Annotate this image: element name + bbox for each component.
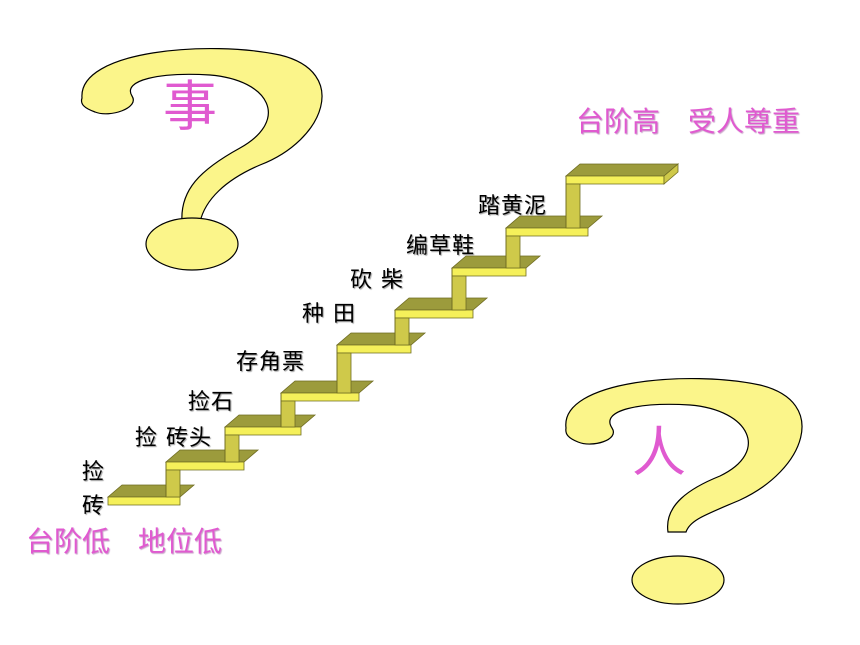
step-label-5: 种 田 <box>302 302 356 327</box>
question-mark-left-hook <box>80 48 323 223</box>
step-3-front <box>224 426 302 436</box>
question-mark-right-hook <box>565 378 803 533</box>
step-label-6: 砍 柴 <box>350 268 404 293</box>
step-label-2: 捡 砖头 <box>135 426 212 451</box>
step-4-tread <box>279 380 375 394</box>
step-8-riser-side <box>505 235 521 269</box>
step-1-front <box>107 496 181 506</box>
step-label-1: 捡 砖 <box>82 460 106 519</box>
step-label-4: 存角票 <box>236 350 306 375</box>
step-3-tread <box>223 414 317 428</box>
question-mark-right <box>565 378 803 605</box>
step-label-7: 编草鞋 <box>406 234 476 259</box>
step-3-riser-side <box>224 434 240 463</box>
step-4-front <box>280 392 360 402</box>
step-5-front <box>336 344 412 354</box>
step-6-tread <box>393 297 489 311</box>
question-mark-left-dot <box>145 217 239 271</box>
step-4-riser-side <box>280 400 296 428</box>
step-2-riser-side <box>165 469 181 498</box>
step-5-riser-side <box>336 352 352 394</box>
step-label-8: 踏黄泥 <box>478 194 548 219</box>
step-6-riser-side <box>394 317 410 346</box>
step-7-front <box>451 267 527 277</box>
low-step-caption: 台阶低 地位低 <box>26 525 223 558</box>
high-step-caption: 台阶高 受人尊重 <box>576 105 801 138</box>
step-9-front <box>565 175 665 185</box>
step-6-front <box>394 309 474 319</box>
step-5-tread <box>335 332 427 346</box>
question-char-right: 人 <box>632 421 686 484</box>
question-mark-right-dot <box>631 555 725 605</box>
step-7-riser-side <box>451 275 467 311</box>
step-8-front <box>505 227 589 237</box>
staircase <box>106 163 680 506</box>
question-char-left: 事 <box>163 75 217 138</box>
step-label-3: 捡石 <box>188 390 235 415</box>
step-2-front <box>165 461 245 471</box>
step-9-riser-side <box>565 183 581 229</box>
step-9-tread <box>564 163 680 177</box>
question-mark-left <box>80 48 323 271</box>
stair-top-cap <box>663 163 679 185</box>
step-1-tread <box>106 484 196 498</box>
